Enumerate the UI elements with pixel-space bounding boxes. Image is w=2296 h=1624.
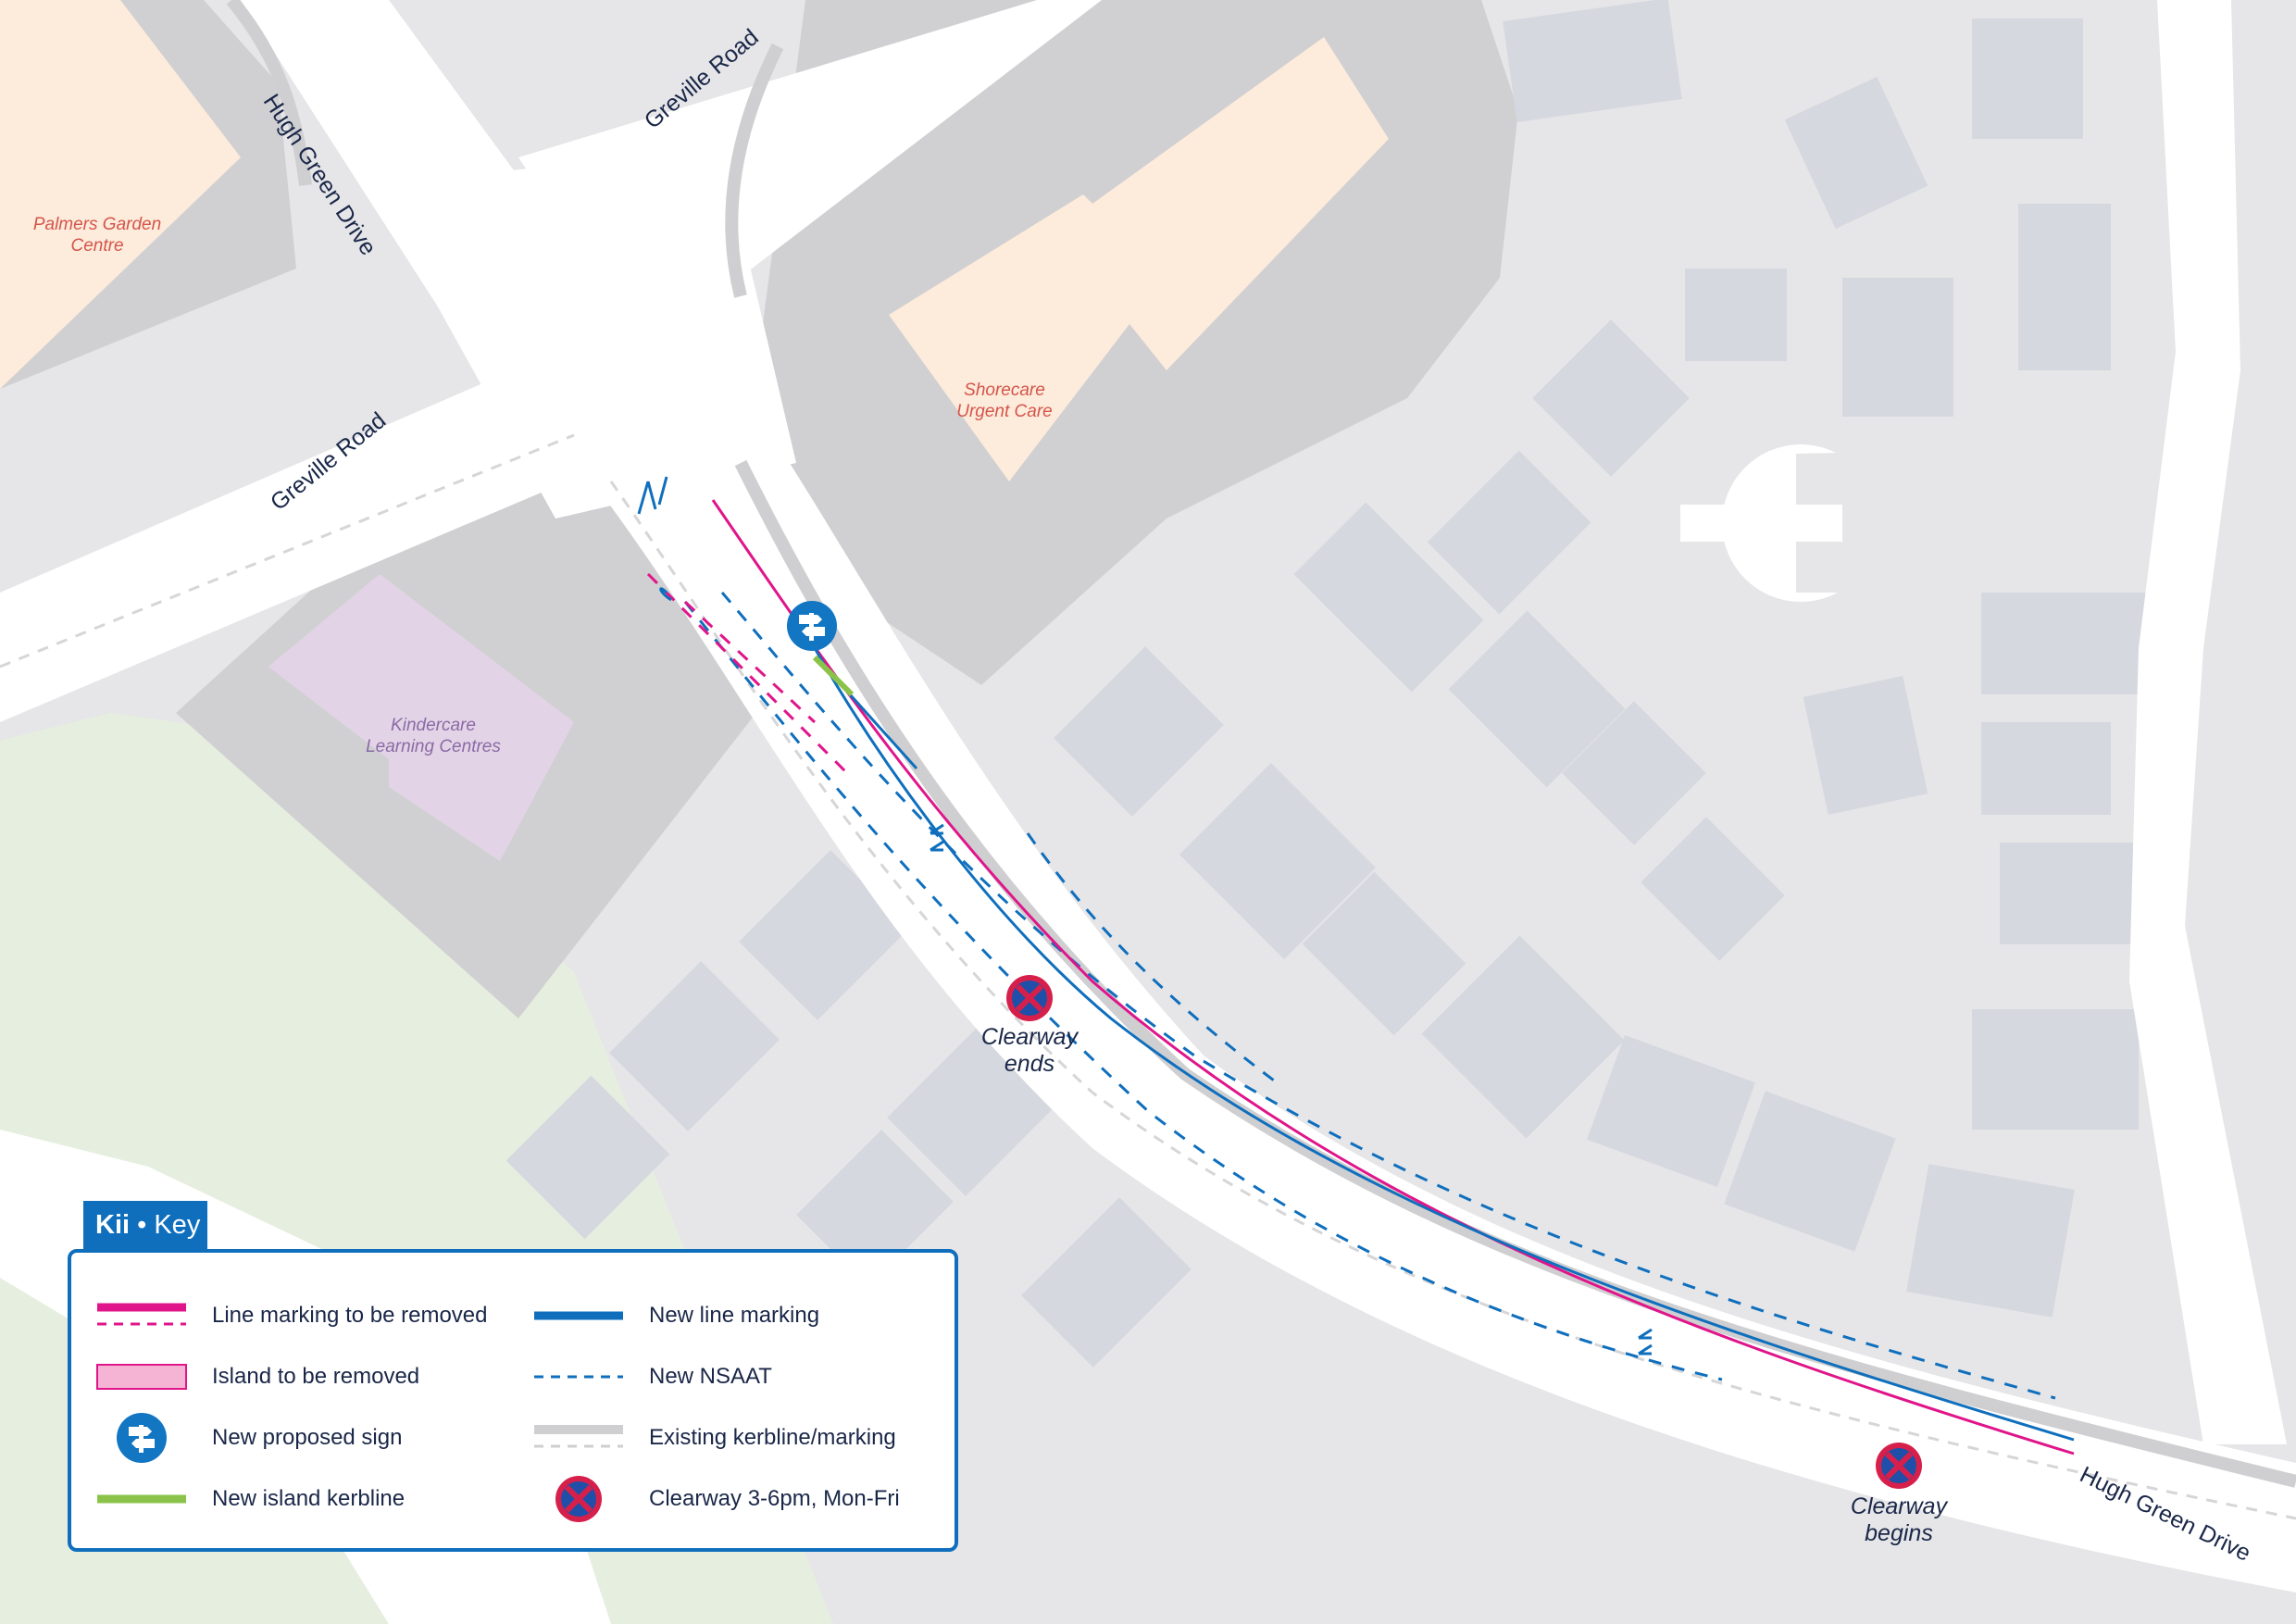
clearway-icon	[530, 1473, 627, 1525]
place-label-shorecare: Shorecare Urgent Care	[935, 380, 1074, 422]
place-kindercare-line1: Kindercare	[391, 716, 476, 735]
existing-markings	[0, 433, 2296, 1520]
shorecare-building	[889, 37, 1389, 481]
clearway-begins-icon	[1876, 1443, 1922, 1489]
new-island-kerbline	[812, 655, 855, 697]
place-label-kindercare: Kindercare Learning Centres	[350, 715, 517, 757]
place-palmers-line1: Palmers Garden	[32, 215, 162, 234]
place-kindercare-line2: Learning Centres	[366, 737, 501, 756]
clearway-ends-line2: ends	[1004, 1051, 1055, 1077]
blue-line-icon	[530, 1290, 627, 1342]
clearway-begins-line2: begins	[1865, 1520, 1933, 1546]
legend-label-island-kerbline: New island kerbline	[212, 1486, 406, 1511]
clearway-ends-label: Clearway ends	[972, 1024, 1087, 1078]
legend-label-nsaat: New NSAAT	[649, 1364, 772, 1389]
blue-dashed-line-icon	[530, 1351, 627, 1403]
buildings	[505, 0, 2166, 1368]
clearway-ends-icon	[1006, 975, 1053, 1021]
existing-kerblines	[226, 0, 2296, 1488]
legend-item-new-line: New line marking	[530, 1290, 819, 1342]
clearway-begins-line1: Clearway	[1850, 1493, 1948, 1519]
legend-item-line-removed: Line marking to be removed	[94, 1290, 488, 1342]
legend-item-nsaat: New NSAAT	[530, 1351, 772, 1403]
legend-item-new-sign: New proposed sign	[94, 1412, 402, 1464]
signpost-icon	[787, 601, 837, 651]
kindercare-building	[268, 574, 574, 861]
legend-box: Line marking to be removed Island to be …	[68, 1249, 958, 1552]
place-label-palmers: Palmers Garden Centre	[23, 214, 171, 256]
legend-label-clearway: Clearway 3-6pm, Mon-Fri	[649, 1486, 900, 1511]
new-lane-arrows	[637, 476, 1653, 1355]
palmers-building	[0, 0, 241, 389]
legend-item-existing-kerb: Existing kerbline/marking	[530, 1412, 896, 1464]
magenta-line-icon	[94, 1290, 190, 1342]
legend-label-existing-kerb: Existing kerbline/marking	[649, 1425, 896, 1450]
legend-separator: •	[137, 1210, 147, 1240]
pink-island-icon	[94, 1351, 190, 1403]
new-nsaat-lines	[683, 592, 2056, 1400]
legend-label-line-removed: Line marking to be removed	[212, 1303, 488, 1328]
legend-item-island-removed: Island to be removed	[94, 1351, 419, 1403]
grey-kerb-icon	[530, 1412, 627, 1464]
green-line-icon	[94, 1473, 190, 1525]
legend-item-island-kerbline: New island kerbline	[94, 1473, 405, 1525]
legend-title: Key	[154, 1210, 201, 1240]
legend-label-new-line: New line marking	[649, 1303, 820, 1328]
clearway-begins-label: Clearway begins	[1841, 1493, 1956, 1547]
legend-tab: Kii • Key	[83, 1201, 207, 1250]
legend-brand: Kii	[95, 1210, 131, 1240]
legend-label-island-removed: Island to be removed	[212, 1364, 420, 1389]
place-shorecare-line2: Urgent Care	[956, 402, 1053, 421]
legend-label-new-sign: New proposed sign	[212, 1425, 403, 1450]
place-shorecare-line1: Shorecare	[964, 381, 1045, 400]
legend-item-clearway: Clearway 3-6pm, Mon-Fri	[530, 1473, 900, 1525]
signpost-icon	[94, 1412, 190, 1464]
place-palmers-line2: Centre	[70, 236, 124, 256]
clearway-ends-line1: Clearway	[980, 1024, 1079, 1050]
